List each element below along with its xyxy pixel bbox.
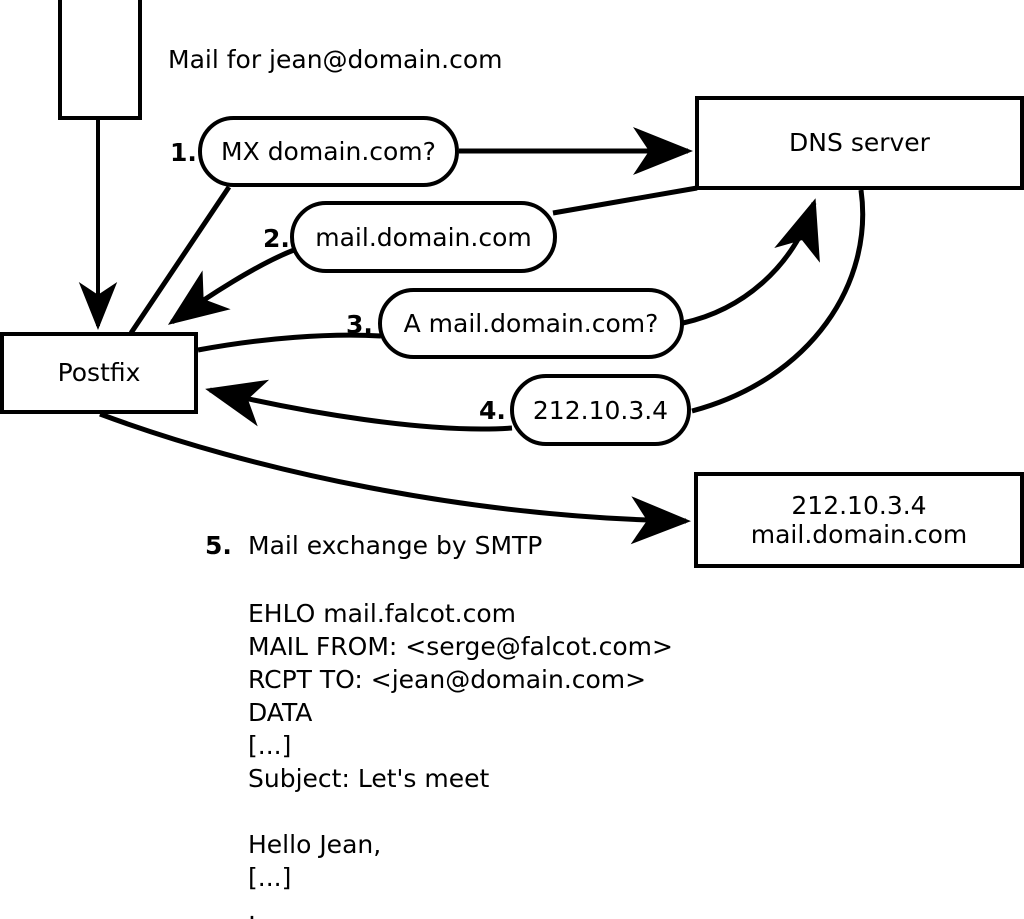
edge-a-query-to-dns bbox=[682, 198, 820, 326]
client-box bbox=[58, 0, 142, 120]
edge-dns-to-a-answer bbox=[691, 189, 866, 414]
target-mail-server-box: 212.10.3.4 mail.domain.com bbox=[694, 472, 1024, 568]
step-5-label: Mail exchange by SMTP bbox=[248, 531, 543, 560]
postfix-box: Postfix bbox=[0, 332, 198, 414]
step-number-1: 1. bbox=[170, 138, 197, 167]
step-number-4: 4. bbox=[479, 396, 506, 425]
dns-server-box-label: DNS server bbox=[789, 128, 930, 158]
message-bubble-a-query-label: A mail.domain.com? bbox=[403, 309, 659, 338]
mail-caption: Mail for jean@domain.com bbox=[168, 45, 503, 74]
smtp-transcript-line: Hello Jean, bbox=[248, 830, 382, 859]
smtp-transcript-line: RCPT TO: <jean@domain.com> bbox=[248, 665, 647, 694]
message-bubble-mx-query-label: MX domain.com? bbox=[221, 137, 436, 166]
edge-mx-answer-to-postfix bbox=[167, 247, 295, 325]
edge-postfix-to-target-smtp bbox=[99, 411, 691, 545]
step-number-3: 3. bbox=[346, 310, 373, 339]
dns-server-box: DNS server bbox=[695, 96, 1024, 190]
smtp-transcript-line: . bbox=[248, 896, 256, 919]
message-bubble-mx-answer-label: mail.domain.com bbox=[315, 222, 532, 252]
smtp-transcript-line: DATA bbox=[248, 698, 313, 727]
message-bubble-a-query: A mail.domain.com? bbox=[378, 288, 684, 359]
step-number-5: 5. bbox=[205, 531, 232, 560]
smtp-transcript-line: EHLO mail.falcot.com bbox=[248, 599, 517, 628]
smtp-transcript-line: [...] bbox=[248, 863, 292, 892]
step-number-2: 2. bbox=[263, 224, 290, 253]
smtp-transcript-line: MAIL FROM: <serge@falcot.com> bbox=[248, 632, 673, 661]
edge-a-answer-to-postfix bbox=[205, 379, 513, 432]
edge-postfix-to-mx-query bbox=[128, 185, 232, 335]
postfix-box-label: Postfix bbox=[57, 358, 141, 388]
smtp-transcript-line: [...] bbox=[248, 731, 292, 760]
smtp-transcript-line: Subject: Let's meet bbox=[248, 764, 490, 793]
target-ip-label: 212.10.3.4 bbox=[791, 490, 927, 520]
message-bubble-a-answer: 212.10.3.4 bbox=[510, 374, 691, 446]
smtp-transcript-line bbox=[248, 795, 673, 828]
edge-postfix-to-a-query bbox=[197, 332, 382, 353]
message-bubble-a-answer-label: 212.10.3.4 bbox=[532, 395, 669, 425]
edge-dns-to-mx-answer bbox=[552, 185, 698, 216]
message-bubble-mx-answer: mail.domain.com bbox=[290, 201, 557, 273]
target-hostname-label: mail.domain.com bbox=[750, 520, 968, 549]
message-bubble-mx-query: MX domain.com? bbox=[198, 116, 459, 187]
